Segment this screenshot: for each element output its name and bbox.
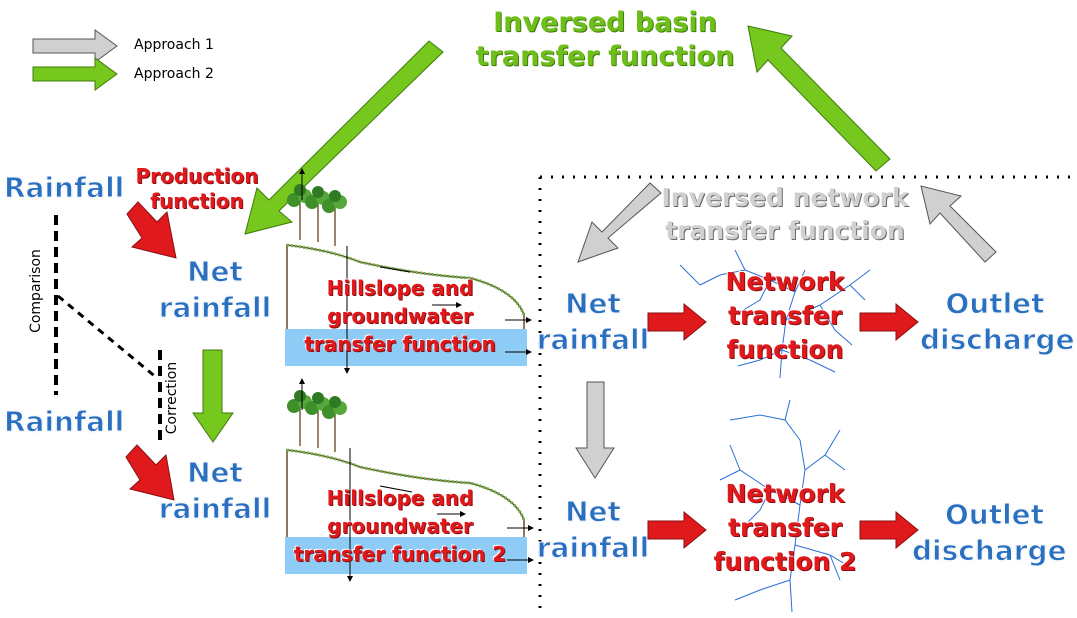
outlet-discharge-1: Outlet discharge [920,287,1076,357]
comparison-lines [54,215,162,440]
network-transfer-label-1: Network transfer function [725,267,845,364]
hillslope-label-1: Hillslope and groundwater transfer funct… [304,276,496,356]
grey-arrow-to-inversed-network [920,185,997,263]
net-rainfall-3: Net rainfall [536,287,650,357]
net-rainfall-1: Net rainfall [158,255,272,325]
legend-arrow-grey [32,29,118,63]
correction-label: Correction [164,361,180,435]
red-arrow-network-to-outlet-2 [859,510,919,550]
network-region-border [538,175,1070,612]
red-arrow-net-to-network-2 [647,510,707,550]
production-function-label: Production function [135,164,259,213]
grey-arrow-to-net-rainfall [577,182,662,263]
red-arrow-production-top [126,201,177,259]
net-rainfall-2: Net rainfall [158,456,272,526]
green-arrow-down [192,349,234,443]
river-network-2 [719,399,856,613]
legend-approach-1: Approach 1 [134,37,214,53]
red-arrow-network-to-outlet-1 [859,302,919,342]
rainfall-top: Rainfall [4,171,125,205]
legend-arrow-green [32,57,118,91]
green-arrow-to-inversed-basin [747,25,891,172]
red-arrow-production-bottom [125,444,175,501]
network-transfer-label-2: Network transfer function 2 [713,479,857,576]
inversed-network-label: Inversed network transfer function [661,183,909,245]
comparison-label: Comparison [28,249,44,333]
hillslope-illustration-1 [285,168,532,374]
grey-arrow-down [575,381,615,479]
rainfall-bottom: Rainfall [4,405,125,439]
legend-approach-2: Approach 2 [134,66,214,82]
outlet-discharge-2: Outlet discharge 2 [912,498,1077,568]
hillslope-illustration-2 [285,378,534,582]
net-rainfall-4: Net rainfall [536,495,650,565]
inversed-basin-label: Inversed basin transfer function [475,7,735,72]
red-arrow-net-to-network-1 [647,302,707,342]
river-network-1 [679,249,871,379]
green-arrow-to-net-rainfall [244,40,444,235]
hillslope-label-2: Hillslope and groundwater transfer funct… [293,486,507,566]
